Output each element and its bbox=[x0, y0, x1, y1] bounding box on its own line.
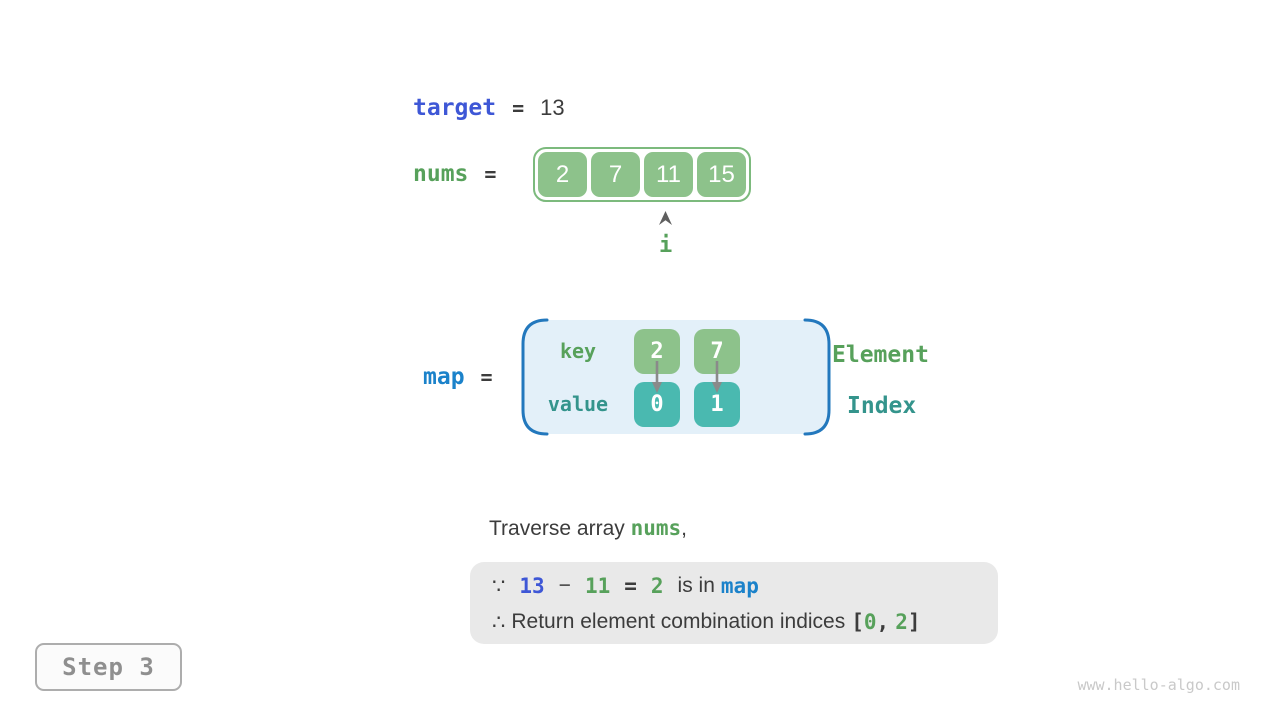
nums-variable: nums bbox=[413, 161, 469, 187]
map-value-cell-0: 0 bbox=[634, 382, 680, 427]
target-variable: target bbox=[413, 95, 497, 121]
nums-label-row: nums = bbox=[413, 161, 496, 187]
pointer-label: i bbox=[659, 233, 673, 258]
caption-prefix: Traverse array bbox=[489, 517, 631, 540]
caption-suffix: , bbox=[681, 517, 688, 540]
target-row: target = 13 bbox=[413, 95, 565, 121]
close-bracket: ] bbox=[907, 610, 921, 634]
second-index: 2 bbox=[895, 610, 908, 634]
map-ref: map bbox=[720, 574, 759, 598]
equals-sign: = bbox=[484, 162, 497, 186]
map-brackets-frame bbox=[521, 318, 831, 436]
first-index: 0 bbox=[863, 610, 877, 634]
watermark: www.hello-algo.com bbox=[1077, 676, 1240, 694]
map-value-label: value bbox=[547, 392, 609, 416]
comma: , bbox=[876, 610, 890, 634]
map-box: key value 2 7 0 1 bbox=[520, 318, 832, 436]
because-symbol: ∵ bbox=[492, 574, 506, 598]
caption: Traverse array nums , bbox=[489, 516, 687, 541]
key-to-value-arrow bbox=[652, 361, 662, 393]
nums-cell-3: 15 bbox=[697, 152, 746, 197]
conclusion-line-2: ∴ Return element combination indices [ 0… bbox=[492, 604, 998, 640]
minuend: 13 bbox=[519, 574, 545, 598]
therefore-symbol: ∴ bbox=[492, 610, 506, 634]
key-to-value-arrow bbox=[712, 361, 722, 393]
element-label: Element bbox=[832, 342, 929, 368]
difference: 2 bbox=[650, 574, 664, 598]
map-label-row: map = bbox=[423, 364, 493, 390]
subtrahend: 11 bbox=[584, 574, 611, 598]
caption-nums: nums bbox=[630, 516, 682, 540]
nums-cell-2: 11 bbox=[644, 152, 693, 197]
step-badge: Step 3 bbox=[35, 643, 182, 691]
nums-cell-1: 7 bbox=[591, 152, 640, 197]
equals-sign: = bbox=[624, 574, 637, 598]
minus-sign: − bbox=[558, 574, 571, 597]
index-label: Index bbox=[847, 393, 917, 419]
map-key-label: key bbox=[559, 339, 597, 363]
map-variable: map bbox=[423, 364, 465, 390]
is-in-text: is in bbox=[677, 574, 715, 597]
open-bracket: [ bbox=[851, 610, 864, 634]
equals-sign: = bbox=[480, 365, 493, 389]
nums-array: 2 7 11 15 bbox=[533, 147, 751, 202]
conclusion-line-1: ∵ 13 − 11 = 2 is in map bbox=[492, 568, 998, 604]
conclusion-text: Return element combination indices bbox=[511, 610, 846, 633]
nums-cell-0: 2 bbox=[538, 152, 587, 197]
conclusion-box: ∵ 13 − 11 = 2 is in map ∴ Return element… bbox=[470, 562, 998, 644]
equals-sign: = bbox=[512, 96, 525, 120]
pointer-caret-icon bbox=[659, 211, 672, 225]
target-value: 13 bbox=[540, 95, 565, 120]
